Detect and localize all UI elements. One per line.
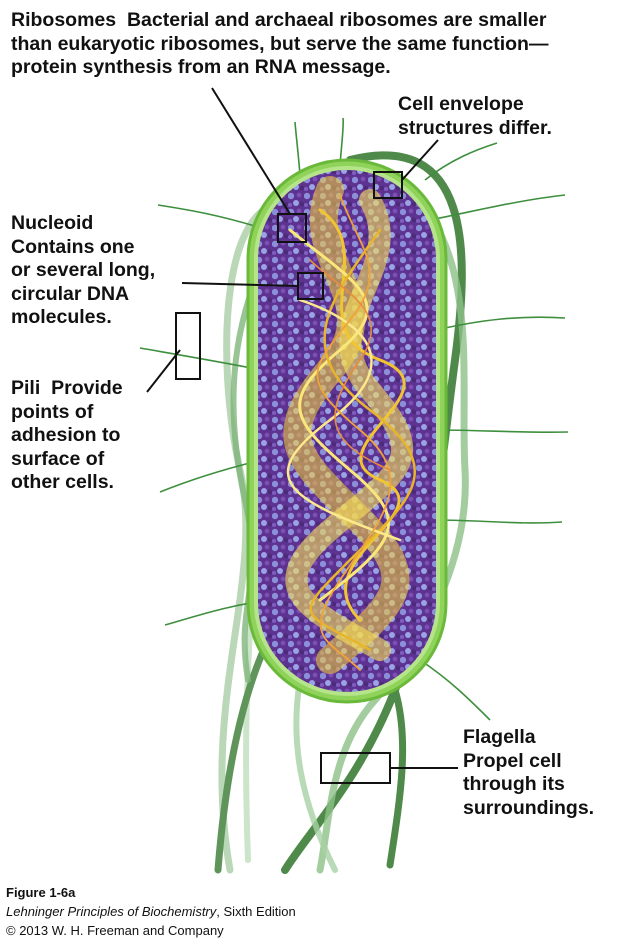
flagella-box: [320, 752, 391, 784]
pilus: [294, 121, 301, 176]
nucleoid-line-1: Contains one: [11, 235, 135, 258]
ribosomes-term: Ribosomes: [11, 9, 117, 31]
copyright: © 2013 W. H. Freeman and Company: [6, 923, 224, 938]
nucleoid-term: Nucleoid: [11, 212, 94, 234]
envelope-box: [373, 171, 403, 199]
pilus: [419, 659, 491, 721]
flagella-line-3: surroundings.: [463, 796, 595, 819]
flagellum-8: [230, 247, 271, 683]
flagellum-6: [293, 677, 338, 873]
pili-label: Pili Provide points of adhesion to surfa…: [11, 377, 123, 495]
nucleoid-box: [297, 272, 324, 300]
flagella-label: Flagella Propel cell through its surroun…: [463, 726, 594, 820]
flagellum-7: [386, 686, 407, 869]
flagellum-4: [316, 186, 469, 874]
nucleoid-label: Nucleoid Contains one or several long, c…: [11, 212, 155, 330]
book-title: Lehninger Principles of Biochemistry: [6, 904, 217, 919]
pili-line-3: adhesion to: [11, 424, 121, 446]
pilus: [139, 347, 263, 371]
flagellum-5: [214, 636, 272, 874]
ribosomes-line-2: than eukaryotic ribosomes, but serve the…: [11, 32, 549, 55]
pilus: [435, 519, 563, 524]
pilus: [339, 117, 345, 166]
callouts: [146, 87, 458, 784]
ribosomes-line-3: protein synthesis from an RNA message.: [11, 56, 391, 78]
pilus: [435, 429, 569, 433]
nucleoid-line-2: or several long,: [11, 259, 156, 281]
pili-line-5: other cells.: [11, 471, 114, 493]
pili-term: Pili: [11, 377, 41, 399]
cell-envelope-label: Cell envelope structures differ.: [398, 93, 552, 140]
pili-leader: [146, 349, 181, 393]
nucleoid-leader: [181, 282, 299, 287]
cell-envelope-line-1: Cell envelope: [398, 93, 524, 115]
nucleoid-line-3: circular DNA: [11, 282, 130, 305]
ribosomes-label: Ribosomes Bacterial and archaeal ribosom…: [11, 9, 548, 80]
envelope-leader: [401, 139, 439, 181]
pilus: [435, 316, 566, 331]
nucleoid-dna: [283, 176, 416, 674]
cell-envelope-line-2: structures differ.: [398, 116, 552, 139]
ribosomes-box: [277, 213, 307, 243]
book-edition: , Sixth Edition: [216, 904, 296, 919]
nucleoid-line-4: molecules.: [11, 306, 112, 328]
ribosomes-leader: [211, 87, 291, 215]
flagella-line-1: Propel cell: [463, 749, 562, 772]
pili-line-2: points of: [11, 400, 94, 423]
pili-line-1: Provide: [51, 377, 123, 399]
ribosomes-line-1: Bacterial and archaeal ribosomes are sma…: [126, 9, 547, 31]
figure-number: Figure 1-6a: [6, 885, 76, 900]
pili-box: [175, 312, 201, 380]
book-citation: Lehninger Principles of Biochemistry, Si…: [6, 903, 296, 920]
flagella-line-2: through its: [463, 773, 565, 795]
pilus: [429, 194, 566, 221]
pili-line-4: surface of: [11, 447, 105, 470]
pilus: [424, 142, 498, 181]
flagella-term: Flagella: [463, 726, 536, 748]
